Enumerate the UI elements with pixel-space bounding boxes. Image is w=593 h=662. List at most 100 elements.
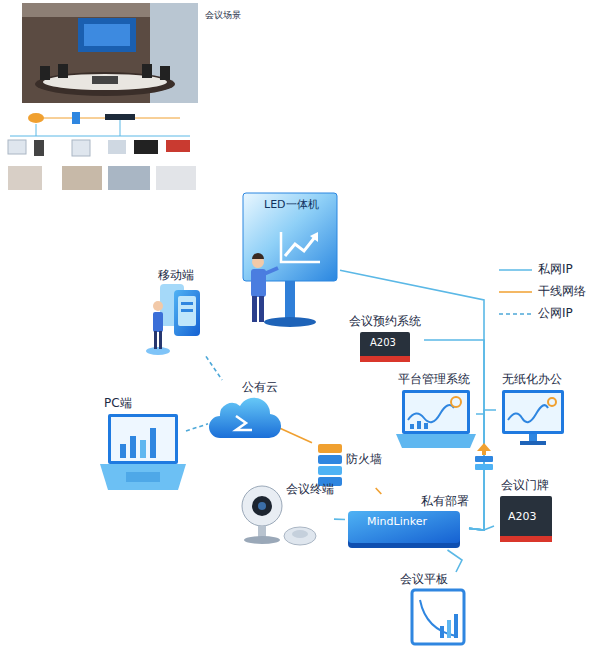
scene-thumbnail-part	[166, 140, 190, 152]
legend-line	[499, 291, 532, 293]
led-screen-icon-part	[264, 268, 278, 274]
paperless-monitor-icon-part	[502, 390, 564, 434]
node-label: 会议门牌	[501, 478, 549, 492]
paperless-monitor-icon	[502, 390, 564, 445]
platform-laptop-icon	[396, 390, 476, 448]
legend-row: 干线网络	[498, 284, 590, 306]
mobile-icon-part	[159, 331, 162, 349]
node-sublabel: A203	[508, 510, 537, 524]
firewall: 防火墙	[312, 432, 388, 488]
cloud-icon	[209, 398, 281, 438]
door-sign: 会议门牌 A203	[494, 478, 556, 550]
terminal-camera-icon-part	[244, 536, 280, 544]
scene-thumbnail-part	[8, 166, 42, 190]
network-link	[469, 410, 496, 530]
legend-line-sample	[498, 266, 534, 274]
scene-thumbnail-part	[142, 64, 152, 78]
mindlinker-device-icon-part	[348, 511, 460, 543]
tablet-icon-part	[412, 590, 464, 644]
node-label: 会议平板	[400, 572, 448, 586]
scene-thumbnail-part	[108, 166, 150, 190]
pc-laptop-icon-part	[140, 440, 146, 458]
led-screen-icon-part	[285, 281, 295, 319]
network-link-line	[376, 488, 382, 494]
network-link-line	[469, 526, 494, 530]
led-screen-icon-part	[243, 193, 337, 281]
led-screen: LED一体机	[240, 190, 340, 330]
terminal-camera-icon-part	[242, 486, 282, 526]
node-label: 会议终端	[286, 482, 334, 496]
legend-text: 干线网络	[538, 284, 586, 298]
mindlinker-device-icon	[348, 511, 460, 548]
paperless-monitor-icon-part	[548, 398, 556, 406]
mobile-icon-part	[181, 309, 193, 312]
scene-thumbnail-part	[72, 112, 80, 124]
led-screen-icon-part	[264, 317, 316, 327]
legend-text: 私网IP	[538, 262, 573, 276]
terminal-camera-icon-part	[284, 527, 316, 545]
scene-thumbnail-part	[10, 136, 190, 137]
network-link	[280, 428, 312, 443]
firewall-icon	[318, 444, 342, 486]
led-screen-icon	[243, 193, 337, 327]
mobile-icon-part	[178, 296, 196, 326]
scene-thumbnail-part	[40, 66, 50, 80]
switch-hub-icon-part	[477, 443, 491, 451]
scene-thumbnail-part	[62, 166, 102, 190]
pc-laptop-icon-part	[111, 417, 175, 461]
node-sublabel: 私有部署	[421, 494, 469, 508]
switch-hub-icon-part	[475, 456, 493, 462]
firewall-icon-part	[318, 444, 342, 453]
scene-thumbnail-part	[108, 140, 126, 154]
network-link	[376, 488, 382, 494]
meeting-tablet: 会议平板	[398, 572, 476, 648]
scene-thumbnail-part	[92, 76, 118, 84]
cloud-icon-part	[209, 398, 281, 438]
scene-thumbnail-part	[134, 140, 158, 154]
tablet-icon	[412, 590, 464, 644]
platform-system: 平台管理系统	[392, 372, 476, 456]
network-link	[340, 270, 484, 530]
platform-laptop-icon-part	[402, 390, 470, 434]
scene-thumbnail-part	[156, 166, 196, 190]
tablet-icon-part	[440, 626, 444, 638]
scene-thumbnail-part	[8, 140, 26, 154]
mobile-icon-part	[174, 290, 200, 336]
network-link-line	[206, 356, 222, 380]
node-label: LED一体机	[264, 198, 319, 212]
legend-line-sample	[498, 288, 534, 296]
legend-row: 私网IP	[498, 262, 590, 284]
led-screen-icon-part	[281, 232, 320, 262]
scene-thumbnail-part	[78, 18, 136, 52]
node-sublabel: A203	[370, 336, 396, 350]
mobile-icon-part	[153, 312, 163, 332]
legend-line	[499, 313, 532, 315]
legend-line-sample	[498, 310, 534, 318]
node-label: MindLinker	[367, 515, 427, 529]
platform-laptop-icon-part	[396, 434, 476, 448]
platform-laptop-icon-part	[410, 424, 414, 429]
platform-laptop-icon-part	[405, 393, 467, 431]
pc-laptop-icon-part	[120, 444, 126, 458]
network-link	[469, 526, 494, 530]
pc-client: PC端	[100, 396, 186, 494]
mobile-icon	[146, 284, 200, 355]
door-sign-icon	[500, 496, 552, 542]
pc-laptop-icon-part	[150, 428, 156, 458]
led-screen-icon-part	[310, 232, 318, 242]
paperless-monitor-icon-part	[505, 393, 561, 431]
pc-laptop-icon	[100, 414, 186, 490]
mobile-icon-part	[153, 301, 163, 311]
tablet-icon-part	[454, 614, 458, 638]
mobile-icon-part	[181, 302, 193, 305]
scene-thumbnail-part	[58, 64, 68, 78]
node-label: 无纸化办公	[502, 372, 562, 386]
node-label: 防火墙	[346, 452, 382, 466]
legend: 私网IP干线网络公网IP	[498, 262, 590, 328]
door-sign-icon-part	[500, 536, 552, 542]
network-link-line	[469, 414, 484, 530]
scene-thumbnail	[8, 3, 198, 190]
door-sign-icon-part	[500, 496, 552, 542]
mobile-client: 移动端	[148, 268, 206, 360]
